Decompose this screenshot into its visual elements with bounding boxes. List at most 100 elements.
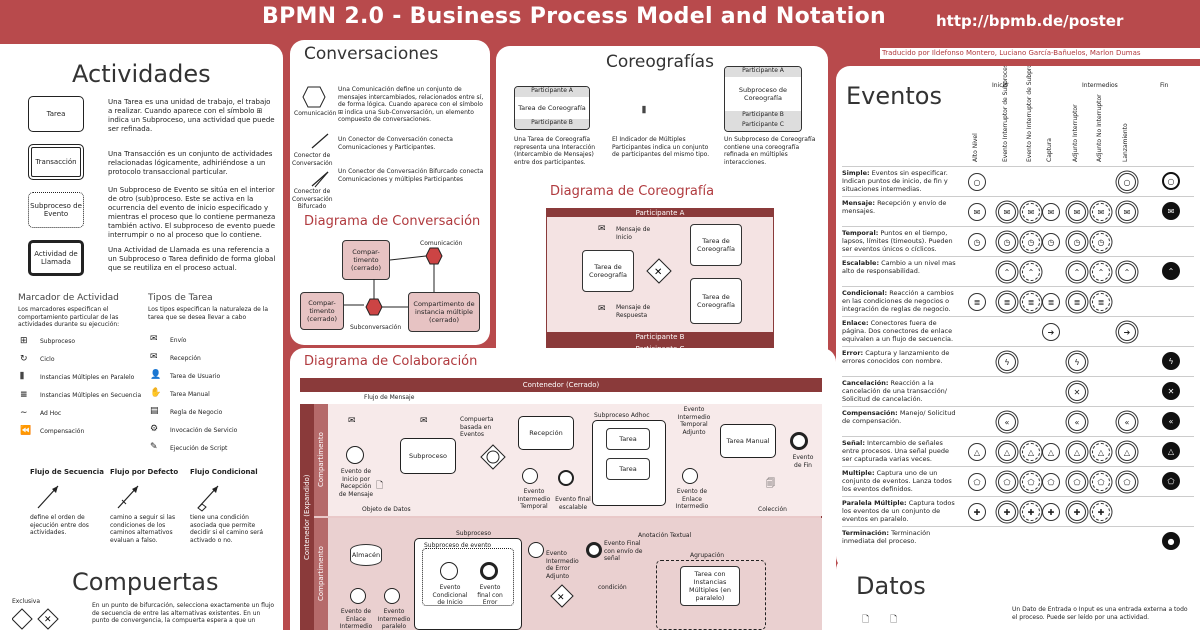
conector-bifurcado-icon	[311, 171, 329, 188]
marker-ciclo: Ciclo	[40, 356, 55, 363]
temporal-adjunto-label: Evento Intermedio Temporal Adjunto	[677, 406, 711, 436]
diagrama-conversacion-title: Diagrama de Conversación	[304, 214, 481, 229]
event-symbol-icon: ⬠	[1042, 473, 1060, 491]
marker-paralelo: Instancias Múltiples en Paralelo	[40, 374, 135, 381]
end-event-symbol-icon: ○	[1162, 172, 1180, 190]
subproceso-box: Subproceso	[400, 438, 456, 474]
coreo-pool-pa: Participante A	[546, 208, 774, 217]
transaccion-box: Transacción	[28, 144, 84, 180]
coreo-task-a: Participante A Tarea de Coreografía Part…	[514, 86, 590, 130]
coreo-d-task2: Tarea de Coreografía	[690, 224, 742, 266]
eventos-row-text: Captura y lanzamiento de errores conocid…	[842, 349, 950, 365]
marker-compensacion: Compensación	[40, 428, 85, 435]
eventos-row-name: Error:	[842, 349, 864, 357]
group-inicio: Inicio	[992, 82, 1008, 89]
data-output-icon: 🗋	[890, 615, 898, 625]
comunicacion-hexagon-icon	[302, 86, 326, 108]
tipo-usuario: Tarea de Usuario	[170, 373, 221, 380]
regla-icon: ▤	[150, 406, 159, 416]
eventos-row-text: Intercambio de señales entre procesos. U…	[842, 439, 950, 463]
event-symbol-icon: ✚	[1068, 503, 1086, 521]
eventos-row-name: Enlace:	[842, 319, 869, 327]
page-title: BPMN 2.0 - Business Process Model and No…	[262, 4, 886, 29]
group-fin: Fin	[1160, 82, 1169, 89]
event-symbol-icon: ✚	[1042, 503, 1060, 521]
tarea-text: Una Tarea es una unidad de trabajo, el t…	[108, 98, 275, 133]
script-icon: ✎	[150, 442, 158, 452]
error-attached-event	[528, 542, 544, 558]
condicion-label: condición	[598, 584, 627, 591]
enlace-label: Evento de Enlace Intermedio	[675, 488, 709, 510]
event-symbol-icon: ⬠	[968, 473, 986, 491]
eventos-row-text: Reacción a la cancelación de una transac…	[842, 379, 947, 403]
eventos-col-header: Evento No Interruptor de Subproceso	[1026, 66, 1033, 162]
eventos-row-name: Condicional:	[842, 289, 888, 297]
link-event	[682, 468, 698, 484]
subproceso-evento-text: Un Subproceso de Evento se sitúa en el i…	[108, 186, 276, 239]
eventos-title: Eventos	[846, 82, 942, 110]
llamada-box: Actividad de Llamada	[28, 240, 84, 276]
adhoc-icon: ∼	[20, 408, 28, 418]
agrupacion-label: Agrupación	[690, 552, 725, 559]
transaccion-text: Una Transacción es un conjunto de activi…	[108, 150, 273, 176]
paralelo-label: Evento Intermedio paralelo	[377, 608, 411, 630]
event-symbol-icon: ◷	[1092, 233, 1110, 251]
senal-label: Evento Final con envío de señal	[604, 540, 643, 562]
flujo-secuencia-title: Flujo de Secuencia	[30, 468, 104, 476]
coreo-a-task: Tarea de Coreografía	[518, 104, 586, 112]
svg-text:✕: ✕	[44, 615, 52, 625]
expandido-text: Contenedor (Expandido)	[303, 474, 311, 560]
actividades-panel: Actividades Tarea Una Tarea es una unida…	[0, 44, 283, 630]
marcador-title: Marcador de Actividad	[18, 293, 119, 303]
usuario-icon: 👤	[150, 370, 162, 380]
eventos-row-text: Conectores fuera de página. Dos conector…	[842, 319, 954, 343]
eventos-row-text: Captura todos los eventos de un conjunto…	[842, 499, 955, 523]
enlace2-label: Evento de Enlace Intermedio	[339, 608, 373, 630]
event-gateway-icon	[480, 444, 506, 470]
poster-url[interactable]: http://bpmb.de/poster	[936, 12, 1124, 30]
event-symbol-icon: ✚	[968, 503, 986, 521]
eventos-row-text: Recepción y envío de mensajes.	[842, 199, 947, 215]
tarea-box: Tarea	[28, 96, 84, 132]
event-symbol-icon: ⌃	[1022, 263, 1040, 281]
tipo-manual: Tarea Manual	[170, 391, 210, 398]
end-event-symbol-icon: ✕	[1162, 382, 1180, 400]
eventos-row-desc: Condicional: Reacción a cambios en las c…	[842, 289, 957, 313]
eventos-row: Condicional: Reacción a cambios en las c…	[842, 286, 1194, 318]
eventos-row-desc: Simple: Eventos sin especificar. Indican…	[842, 169, 957, 193]
bifurcado-text: Un Conector de Conversación Bifurcado co…	[338, 168, 484, 183]
compartimento-2-text: Compartimento	[317, 546, 325, 602]
event-symbol-icon: ⌃	[1068, 263, 1086, 281]
eventos-row-name: Mensaje:	[842, 199, 875, 207]
marcador-desc: Los marcadores especifican el comportami…	[18, 306, 120, 328]
sub-evento-box	[422, 548, 514, 606]
eventos-row: Error: Captura y lanzamiento de errores …	[842, 346, 1194, 378]
group-intermedios: Intermedios	[1082, 82, 1118, 89]
eventos-row-desc: Señal: Intercambio de señales entre proc…	[842, 439, 957, 463]
eventos-row: Señal: Intercambio de señales entre proc…	[842, 436, 1194, 468]
message-event-icon: ✉	[348, 416, 356, 426]
eventos-col-header: Adjunto Interruptor	[1072, 104, 1079, 162]
eventos-row: Cancelación: Reacción a la cancelación d…	[842, 376, 1194, 408]
eventos-row-desc: Cancelación: Reacción a la cancelación d…	[842, 379, 957, 403]
actividades-title: Actividades	[72, 60, 211, 88]
multi-participant-icon: ⦀	[642, 106, 646, 116]
error-adjunto-label: Evento Intermedio de Error Adjunto	[546, 550, 579, 580]
datos-title: Datos	[856, 572, 926, 600]
event-symbol-icon: ✉	[1068, 203, 1086, 221]
eventos-row-text: Reacción a cambios en las condiciones de…	[842, 289, 954, 313]
event-symbol-icon: △	[968, 443, 986, 461]
eventos-row: Compensación: Manejo/ Solicitud de compe…	[842, 406, 1194, 438]
mensaje-inicio-label: Mensaje de Inicio	[616, 226, 651, 241]
flujo-defecto-desc: camino a seguir si las condiciones de lo…	[110, 514, 176, 544]
tipo-envio: Envío	[170, 337, 187, 344]
event-symbol-icon: ✉	[998, 203, 1016, 221]
envelope-icon: ✉	[420, 416, 428, 426]
coreo-c-p2: Participante B	[725, 111, 801, 121]
mensaje-respuesta-label: Mensaje de Respuesta	[616, 304, 651, 319]
flujo-condicional-title: Flujo Condicional	[190, 468, 258, 476]
event-symbol-icon: ✉	[1042, 203, 1060, 221]
collab-gateway-icon: ✕	[550, 584, 574, 608]
eventos-row: Paralela Múltiple: Captura todos los eve…	[842, 496, 1194, 528]
event-symbol-icon: ○	[968, 173, 986, 191]
